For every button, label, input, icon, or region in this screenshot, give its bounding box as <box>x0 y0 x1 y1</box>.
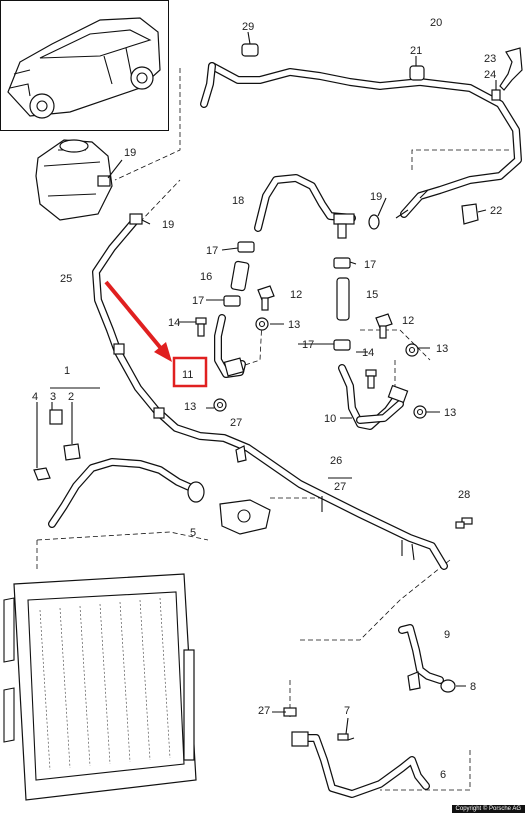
pipe-25 <box>92 218 448 570</box>
callout-20: 20 <box>430 17 442 29</box>
hose-10 <box>338 364 409 430</box>
callout-1: 1 <box>64 365 70 377</box>
radiator <box>3 573 197 801</box>
pipe-15 <box>333 257 351 351</box>
callout-6: 6 <box>440 769 446 781</box>
callout-27: 27 <box>230 417 242 429</box>
callout-21: 21 <box>410 45 422 57</box>
callout-18: 18 <box>232 195 244 207</box>
hose-9 <box>398 624 456 693</box>
callout-labels: 29 20 21 23 24 19 19 19 18 22 17 17 17 1… <box>32 17 502 781</box>
callout-3: 3 <box>50 391 56 403</box>
callout-12: 12 <box>402 315 414 327</box>
label-ticks <box>107 31 497 735</box>
callout-14: 14 <box>168 317 180 329</box>
callout-25: 25 <box>60 273 72 285</box>
hose-18 <box>254 174 356 239</box>
callout-19: 19 <box>162 219 174 231</box>
callout-28: 28 <box>458 489 470 501</box>
highlight-box <box>172 356 208 388</box>
callout-17: 17 <box>302 339 314 351</box>
pipe-16 <box>223 241 255 307</box>
callout-27: 27 <box>334 481 346 493</box>
hose-20 <box>200 62 522 219</box>
callout-2: 2 <box>68 391 74 403</box>
callout-14: 14 <box>362 347 374 359</box>
callout-27: 27 <box>258 705 270 717</box>
callout-19: 19 <box>370 191 382 203</box>
leader-lines <box>36 68 510 791</box>
expansion-tank <box>35 139 113 221</box>
callout-29: 29 <box>242 21 254 33</box>
callout-26: 26 <box>330 455 342 467</box>
highlight-arrow <box>104 280 172 362</box>
callout-13: 13 <box>436 343 448 355</box>
callout-10: 10 <box>324 413 336 425</box>
copyright-footer: Copyright © Porsche AG <box>451 805 525 813</box>
callout-13: 13 <box>184 401 196 413</box>
callout-23: 23 <box>484 53 496 65</box>
callout-19: 19 <box>124 147 136 159</box>
callout-9: 9 <box>444 629 450 641</box>
callout-13: 13 <box>288 319 300 331</box>
assembly-1 <box>33 387 100 481</box>
callout-24: 24 <box>484 69 496 81</box>
callout-8: 8 <box>470 681 476 693</box>
callout-17: 17 <box>364 259 376 271</box>
callout-15: 15 <box>366 289 378 301</box>
callout-17: 17 <box>192 295 204 307</box>
callout-16: 16 <box>200 271 212 283</box>
callout-4: 4 <box>32 391 38 403</box>
callout-5: 5 <box>190 527 196 539</box>
callout-22: 22 <box>490 205 502 217</box>
hose-11 <box>214 314 246 378</box>
hose-5 <box>48 445 271 535</box>
hose-6 <box>283 707 430 798</box>
callout-12: 12 <box>290 289 302 301</box>
callout-13: 13 <box>444 407 456 419</box>
bolts <box>195 285 473 741</box>
vehicle-thumbnail <box>0 0 169 131</box>
callout-11: 11 <box>182 369 193 381</box>
callout-17: 17 <box>206 245 218 257</box>
callout-7: 7 <box>344 705 350 717</box>
